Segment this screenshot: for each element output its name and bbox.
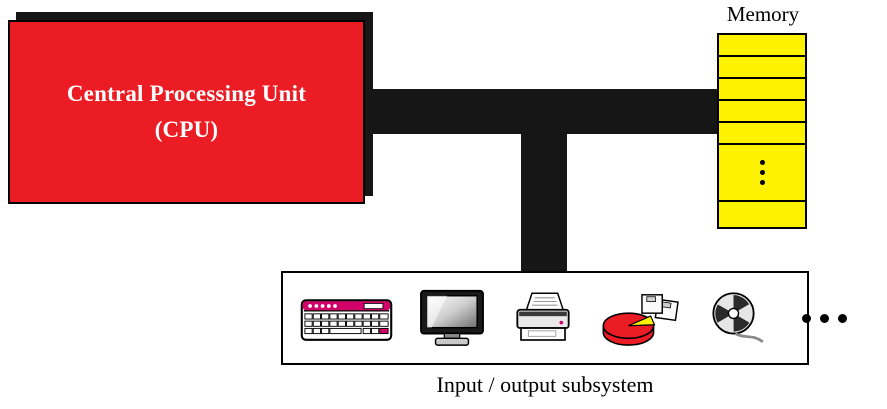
memory-ellipsis-cell [719,145,805,202]
tape-reel-icon [712,292,764,343]
disk-stack-icon [602,294,679,346]
monitor-icon [420,289,484,346]
memory-cell [719,35,805,57]
bus-vertical [521,120,567,273]
memory-cell [719,101,805,123]
memory-box [717,33,807,229]
vertical-ellipsis-icon [759,170,765,175]
io-label: Input / output subsystem [436,372,654,397]
memory-cell [719,57,805,79]
memory-cell [719,123,805,145]
keyboard-icon [300,299,393,341]
ellipsis-dot [838,313,847,323]
cpu-label: Central Processing Unit [66,81,307,106]
memory-cell [719,79,805,101]
printer-icon [516,292,570,341]
memory-label: Memory [726,2,800,26]
ellipsis-icon [802,313,847,323]
io-subsystem-box [281,271,847,365]
vertical-ellipsis-icon [759,180,765,185]
ellipsis-dot [820,313,829,323]
ellipsis-dot [802,313,811,323]
memory-cell [719,202,805,227]
cpu-box: Central Processing Unit (CPU) [8,20,365,204]
vertical-ellipsis-icon [759,160,765,165]
cpu-sublabel: (CPU) [154,117,219,142]
